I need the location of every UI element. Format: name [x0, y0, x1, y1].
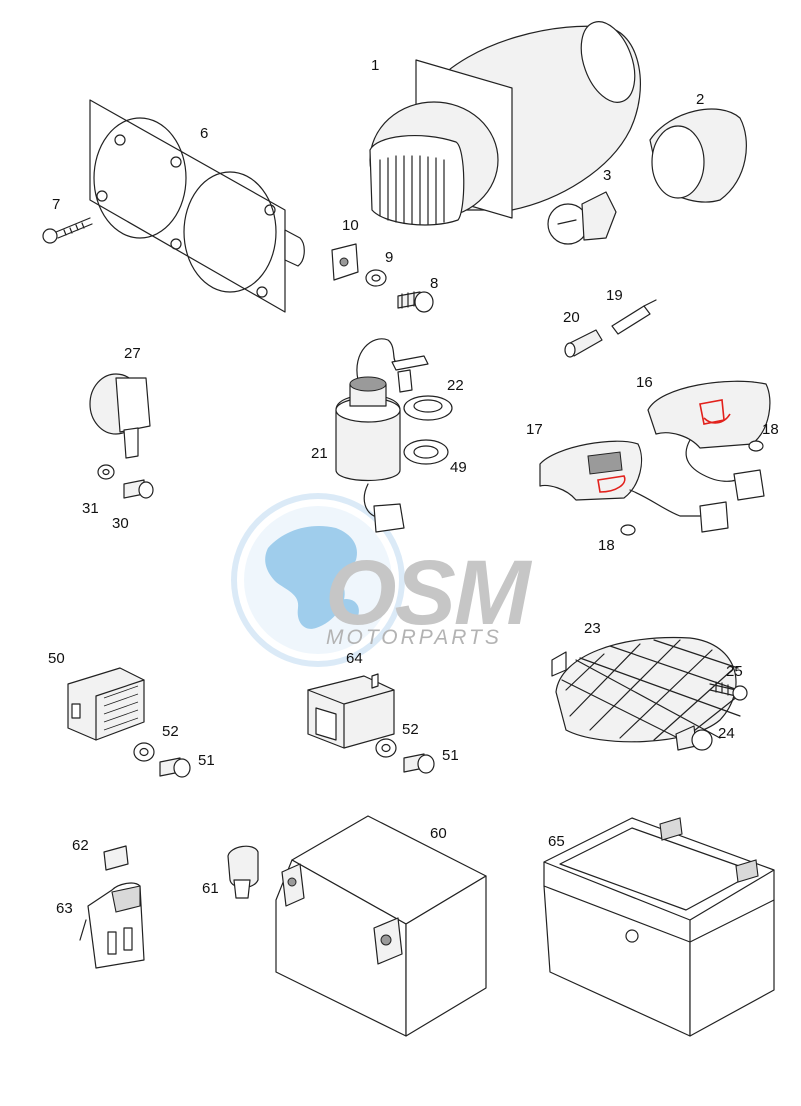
label-6: 6	[200, 125, 208, 142]
battery-part-60	[275, 815, 487, 1037]
socket-part-20	[564, 329, 603, 358]
watermark-subtitle: MOTORPARTS	[326, 626, 502, 649]
label-63: 63	[56, 900, 73, 917]
headlight-bulb-part	[547, 191, 617, 245]
handlebar-switch-part-17	[539, 440, 729, 533]
label-50: 50	[48, 650, 65, 667]
label-18-a: 18	[762, 421, 779, 438]
label-3: 3	[603, 167, 611, 184]
screw-part-25	[709, 681, 748, 701]
fuse-holder-part-63	[79, 882, 145, 969]
label-52-b: 52	[402, 721, 419, 738]
ignition-switch-part	[335, 338, 429, 533]
label-19: 19	[606, 287, 623, 304]
label-60: 60	[430, 825, 447, 842]
label-51-b: 51	[442, 747, 459, 764]
label-8: 8	[430, 275, 438, 292]
label-17: 17	[526, 421, 543, 438]
label-49: 49	[450, 459, 467, 476]
label-10: 10	[342, 217, 359, 234]
bulb-part-24	[675, 725, 713, 751]
screw-part-18b	[620, 524, 636, 536]
tail-light-part	[551, 636, 745, 745]
screw-part-7	[42, 217, 93, 244]
label-51-a: 51	[198, 752, 215, 769]
label-16: 16	[636, 374, 653, 391]
instrument-gasket-part	[89, 99, 305, 313]
label-23: 23	[584, 620, 601, 637]
handlebar-switch-part-16	[647, 380, 771, 501]
bolt-part-30	[123, 479, 154, 499]
washer-ring-part-49	[403, 439, 449, 465]
label-65: 65	[548, 833, 565, 850]
washer-part-31	[97, 464, 115, 480]
label-9: 9	[385, 249, 393, 266]
label-52-a: 52	[162, 723, 179, 740]
clip-nut-part	[331, 243, 359, 281]
washer-part-52a	[133, 742, 155, 762]
label-1: 1	[371, 57, 379, 74]
relay-part-27	[89, 373, 151, 459]
bulb-cap-part	[649, 108, 747, 203]
label-22: 22	[447, 377, 464, 394]
bolt-part-51a	[159, 757, 191, 778]
regulator-part-50	[67, 667, 145, 741]
screw-part-18a	[748, 440, 764, 452]
osm-watermark-logo: OSM MOTORPARTS	[231, 493, 535, 667]
terminal-cap-part-61	[227, 845, 259, 899]
label-27: 27	[124, 345, 141, 362]
label-30: 30	[112, 515, 129, 532]
relay-part-64	[307, 673, 395, 749]
label-20: 20	[563, 309, 580, 326]
label-21: 21	[311, 445, 328, 462]
label-7: 7	[52, 196, 60, 213]
bolt-part-8	[397, 291, 434, 313]
label-2: 2	[696, 91, 704, 108]
label-25: 25	[726, 663, 743, 680]
nut-ring-part-22	[403, 395, 453, 421]
label-24: 24	[718, 725, 735, 742]
battery-part-65	[543, 817, 775, 1037]
washer-part-9	[365, 269, 387, 287]
label-64: 64	[346, 650, 363, 667]
fuse-part-62	[103, 845, 129, 871]
label-18-b: 18	[598, 537, 615, 554]
bolt-part-51b	[403, 753, 435, 774]
headlight-housing-part	[369, 21, 641, 226]
label-31: 31	[82, 500, 99, 517]
washer-part-52b	[375, 738, 397, 758]
label-61: 61	[202, 880, 219, 897]
label-62: 62	[72, 837, 89, 854]
bulb-part-19	[611, 299, 657, 335]
watermark-brand: OSM	[325, 542, 533, 644]
